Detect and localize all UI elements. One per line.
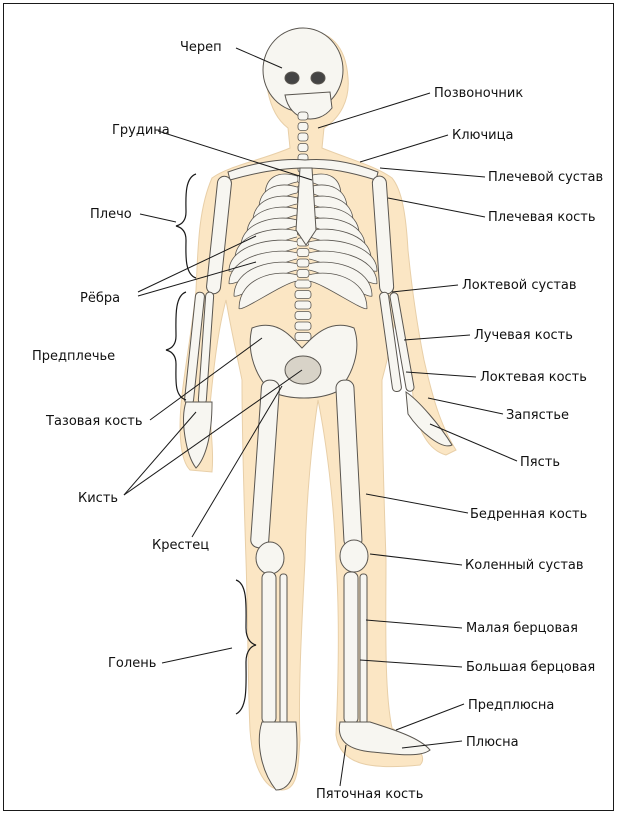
skull xyxy=(262,27,344,120)
sternum xyxy=(295,167,317,246)
figure-frame xyxy=(3,3,614,811)
label-klyuchitsa: Ключица xyxy=(452,128,514,143)
leader-line xyxy=(123,411,197,496)
leader-line xyxy=(191,385,283,538)
vertebra xyxy=(297,132,309,142)
vertebra xyxy=(296,269,310,278)
leader-line xyxy=(391,284,459,293)
leader-line xyxy=(139,213,177,223)
leader-line xyxy=(235,47,283,69)
label-predplechye: Предплечье xyxy=(32,349,116,364)
label-cherep: Череп xyxy=(180,40,222,55)
leader-line xyxy=(359,659,463,668)
label-plyusna: Плюсна xyxy=(466,735,519,750)
label-pozvonochnik: Позвоночник xyxy=(434,86,524,101)
label-plechevoy-sustav: Плечевой сустав xyxy=(488,170,604,185)
vertebra xyxy=(296,248,310,257)
vertebra xyxy=(294,332,312,341)
pelvis xyxy=(249,324,358,399)
label-kolenny-sustav: Коленный сустав xyxy=(465,558,584,573)
label-tazovaya-kost: Тазовая кость xyxy=(46,414,143,429)
vertebra xyxy=(297,143,309,152)
label-grudina: Грудина xyxy=(112,123,170,138)
vertebra xyxy=(294,279,312,289)
label-plecho: Плечо xyxy=(90,207,132,222)
label-pyast: Пясть xyxy=(520,455,560,470)
leader-line xyxy=(429,423,518,462)
leader-line xyxy=(161,647,233,664)
leader-line xyxy=(359,134,449,163)
leader-line xyxy=(149,337,263,421)
label-krestets: Крестец xyxy=(152,538,210,553)
brackets xyxy=(165,173,257,715)
ribcage xyxy=(228,173,378,309)
leader-lines xyxy=(123,47,518,787)
arm-bones xyxy=(183,175,453,469)
leader-line xyxy=(405,371,477,378)
label-golen: Голень xyxy=(108,656,157,671)
leader-line xyxy=(365,619,463,629)
label-pyatochnaya-kost: Пяточная кость xyxy=(316,787,424,802)
leader-line xyxy=(339,744,347,787)
leader-line xyxy=(427,397,504,415)
label-plechevaya-kost: Плечевая кость xyxy=(488,210,596,225)
rib xyxy=(238,272,298,309)
label-predplyusna: Предплюсна xyxy=(468,698,555,713)
leader-line xyxy=(137,235,257,293)
label-ryobra: Рёбра xyxy=(80,291,121,306)
vertebra xyxy=(297,122,309,131)
leader-line xyxy=(365,493,469,514)
label-loktevoy-sustav: Локтевой сустав xyxy=(462,278,577,293)
leader-line xyxy=(395,703,465,731)
leader-line xyxy=(369,553,463,566)
label-luchevaya-kost: Лучевая кость xyxy=(474,328,573,343)
label-bolshaya-bertsovaya: Большая берцовая xyxy=(466,660,596,675)
label-zapyastye: Запястье xyxy=(506,408,570,423)
leader-line xyxy=(401,740,463,749)
vertebra xyxy=(296,258,310,268)
leg-bones xyxy=(250,379,431,791)
label-kist: Кисть xyxy=(78,491,119,506)
vertebra xyxy=(294,300,312,310)
vertebra xyxy=(297,111,309,121)
leader-line xyxy=(137,261,257,297)
vertebra xyxy=(294,290,312,299)
leader-line xyxy=(157,130,313,181)
label-bedrennaya-kost: Бедренная кость xyxy=(470,507,588,522)
leader-line xyxy=(403,334,471,341)
label-loktevaya-kost: Локтевая кость xyxy=(480,370,587,385)
leader-line xyxy=(387,197,486,218)
vertebra xyxy=(294,321,312,331)
leader-line xyxy=(379,167,486,178)
rib xyxy=(308,272,368,309)
label-malaya-bertsovaya: Малая берцовая xyxy=(466,621,578,636)
leader-line xyxy=(317,92,431,129)
vertebra xyxy=(294,311,312,320)
leader-line xyxy=(123,369,303,496)
